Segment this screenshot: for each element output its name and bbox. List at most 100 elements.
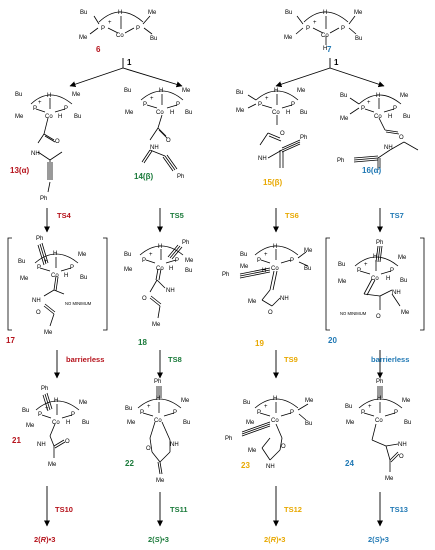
bracket-17 <box>7 237 108 331</box>
svg-text:Me: Me <box>400 93 409 99</box>
svg-text:+: + <box>265 96 269 102</box>
svg-text:P: P <box>390 268 394 274</box>
intermediate-18-label: 18 <box>138 338 147 347</box>
svg-text:Bu: Bu <box>124 252 131 258</box>
svg-text:P: P <box>257 410 261 416</box>
charge-plus: + <box>313 20 317 26</box>
svg-text:+: + <box>367 100 371 106</box>
svg-text:NH: NH <box>32 298 41 304</box>
no-minimum-note: NO MINIMUM <box>65 301 92 306</box>
svg-text:Bu: Bu <box>403 114 410 120</box>
svg-text:O: O <box>146 446 151 452</box>
phosphorus-atom: P <box>306 26 310 32</box>
svg-text:Me: Me <box>156 478 165 484</box>
svg-text:H: H <box>156 396 160 402</box>
svg-text:P: P <box>258 102 262 108</box>
svg-text:Ph: Ph <box>337 158 344 164</box>
svg-text:Bu: Bu <box>340 93 347 99</box>
ts9-label: TS9 <box>284 355 298 364</box>
intermediate-14-structure: P P Co H H + Bu Me Me Bu O NH Ph <box>124 88 192 180</box>
ts11-label: TS11 <box>170 505 188 514</box>
svg-text:P: P <box>291 102 295 108</box>
svg-text:Ph: Ph <box>36 236 43 242</box>
svg-text:O: O <box>142 296 147 302</box>
svg-text:P: P <box>393 106 397 112</box>
tert-butyl-group: Bu <box>355 36 362 42</box>
svg-text:H: H <box>54 398 58 404</box>
svg-text:Ph: Ph <box>154 379 161 385</box>
ts4-label: TS4 <box>57 211 72 220</box>
svg-text:Me: Me <box>125 110 134 116</box>
svg-text:O: O <box>399 454 404 460</box>
svg-text:Ph: Ph <box>177 174 184 180</box>
intermediate-20-label: 20 <box>328 336 337 345</box>
svg-text:Ph: Ph <box>300 135 307 141</box>
precursor-7-structure: P P Co H H + Bu Me Me Bu <box>284 10 363 52</box>
hydride-atom: H <box>118 10 122 16</box>
svg-text:Me: Me <box>246 420 255 426</box>
svg-text:Me: Me <box>398 255 407 261</box>
svg-text:Bu: Bu <box>236 90 243 96</box>
svg-text:Me: Me <box>297 88 306 94</box>
intermediate-19-structure: Ph P P Co H H + Bu Me Me Bu Me O NH <box>222 244 313 316</box>
ts-first-arrows <box>44 208 383 233</box>
svg-text:Me: Me <box>48 462 57 468</box>
intermediate-21-structure: Ph P P Co H H + Bu Me Me Bu NH O Me <box>22 386 89 468</box>
svg-text:Me: Me <box>401 310 410 316</box>
svg-text:+: + <box>264 404 268 410</box>
svg-text:P: P <box>361 106 365 112</box>
svg-text:Me: Me <box>304 248 313 254</box>
intermediate-24-label: 24 <box>345 459 354 468</box>
svg-text:Co: Co <box>51 273 59 279</box>
svg-text:+: + <box>38 100 42 106</box>
svg-text:Me: Me <box>385 476 394 482</box>
svg-text:Bu: Bu <box>400 278 407 284</box>
svg-text:Ph: Ph <box>225 436 232 442</box>
svg-text:Ph: Ph <box>376 379 383 385</box>
svg-text:H: H <box>273 244 277 250</box>
svg-text:Bu: Bu <box>183 420 190 426</box>
svg-text:H: H <box>373 254 377 260</box>
hydride-atom: H <box>323 46 327 52</box>
svg-text:H: H <box>262 268 266 274</box>
tert-butyl-group: Bu <box>150 36 157 42</box>
svg-text:P: P <box>38 412 42 418</box>
svg-text:Me: Me <box>78 252 87 258</box>
svg-text:Bu: Bu <box>338 262 345 268</box>
methyl-group: Me <box>284 35 293 41</box>
svg-text:NH: NH <box>384 145 393 151</box>
svg-text:Co: Co <box>271 418 279 424</box>
svg-text:Co: Co <box>45 114 53 120</box>
svg-text:O: O <box>281 444 286 450</box>
svg-text:Co: Co <box>156 110 164 116</box>
svg-text:Me: Me <box>72 92 81 98</box>
svg-text:+: + <box>264 252 268 258</box>
svg-text:P: P <box>175 258 179 264</box>
svg-text:Bu: Bu <box>300 110 307 116</box>
svg-text:O: O <box>268 310 273 316</box>
svg-text:P: P <box>361 410 365 416</box>
svg-text:Bu: Bu <box>185 110 192 116</box>
svg-text:Me: Me <box>248 448 257 454</box>
svg-text:NH: NH <box>266 464 275 470</box>
precursor-7-label: 7 <box>327 45 332 54</box>
svg-text:Me: Me <box>15 114 24 120</box>
svg-text:Me: Me <box>338 279 347 285</box>
svg-text:O: O <box>166 138 171 144</box>
svg-text:NH: NH <box>392 290 401 296</box>
svg-text:Bu: Bu <box>124 88 131 94</box>
svg-text:Bu: Bu <box>22 408 29 414</box>
svg-text:H: H <box>58 114 62 120</box>
svg-text:+: + <box>149 252 153 258</box>
svg-text:NH: NH <box>150 145 159 151</box>
svg-text:NH: NH <box>258 156 267 162</box>
svg-text:Me: Me <box>20 276 29 282</box>
ts13-label: TS13 <box>390 505 408 514</box>
svg-text:Ph: Ph <box>41 386 48 392</box>
svg-text:H: H <box>47 93 51 99</box>
svg-text:+: + <box>45 406 49 412</box>
phosphorus-atom: P <box>101 26 105 32</box>
svg-text:Bu: Bu <box>80 275 87 281</box>
svg-text:Co: Co <box>371 276 379 282</box>
svg-text:Bu: Bu <box>185 268 192 274</box>
